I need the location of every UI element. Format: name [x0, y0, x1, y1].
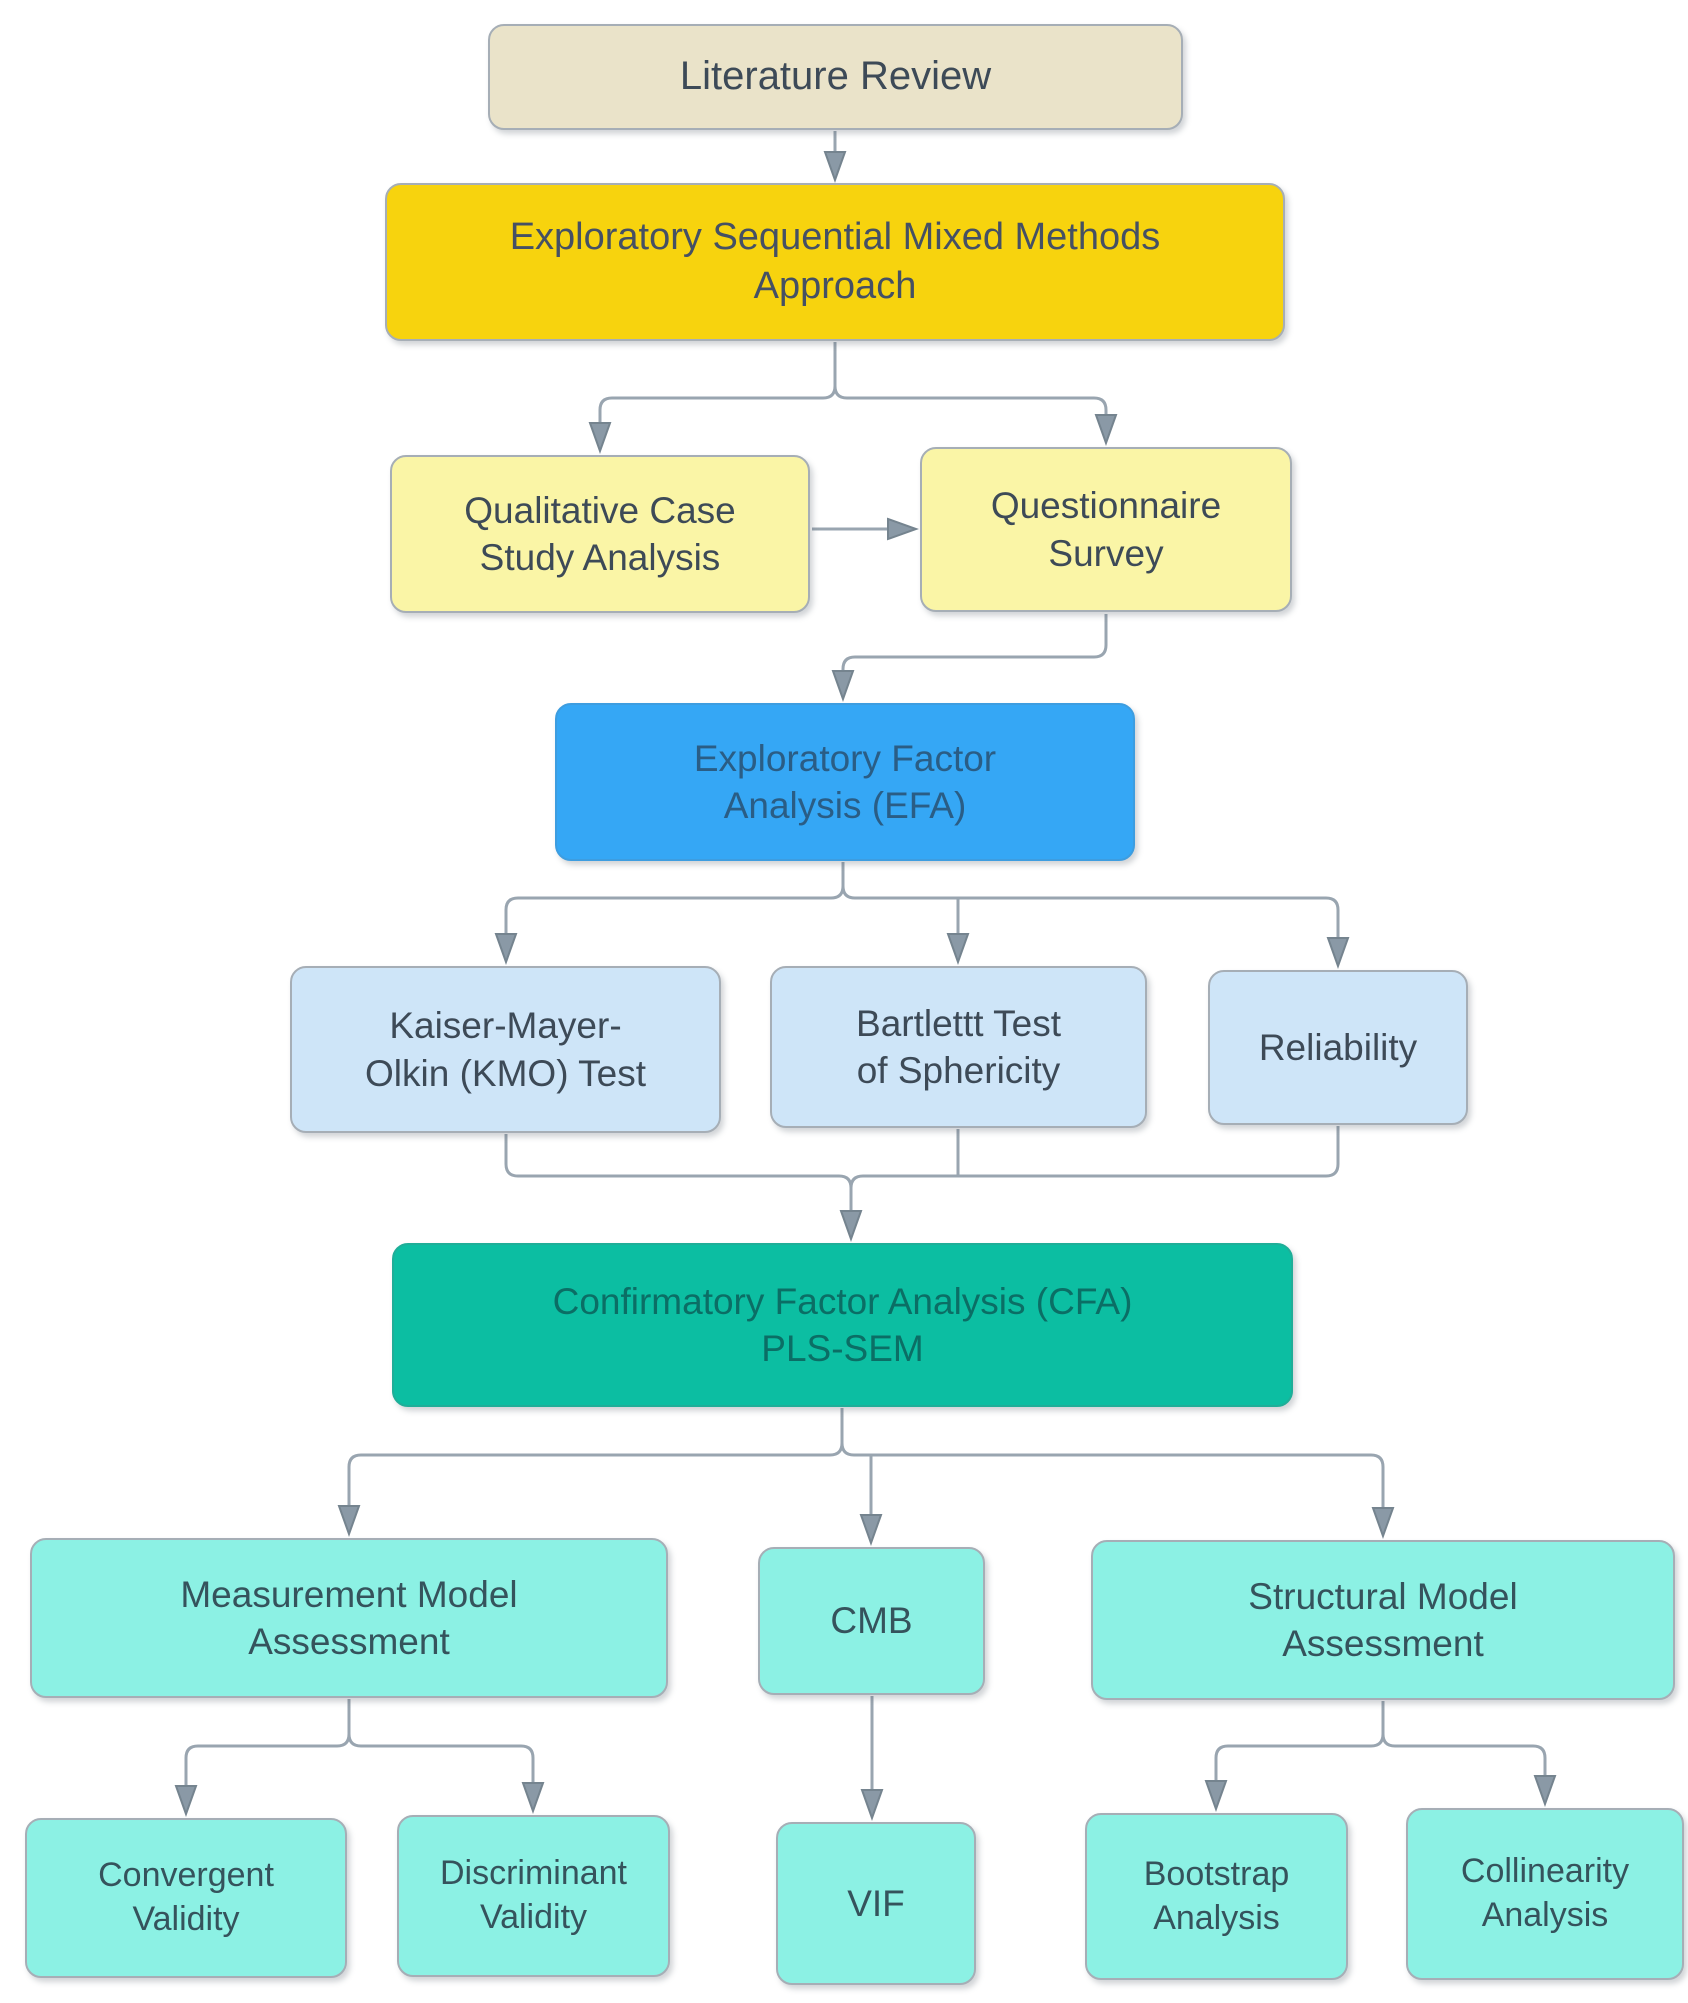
edge-cfa-measurement	[337, 1408, 844, 1537]
edge-kmo-cfa	[504, 1134, 853, 1189]
node-convergent-validity: Convergent Validity	[25, 1818, 347, 1978]
node-collinearity-analysis: Collinearity Analysis	[1406, 1808, 1684, 1980]
node-structural-model-assessment: Structural Model Assessment	[1091, 1540, 1675, 1700]
edge-measurement-convergent	[174, 1699, 351, 1817]
edge-approach-questionnaire	[833, 385, 1118, 446]
edge-questionnaire-efa	[831, 614, 1108, 702]
edge-approach-qualitative	[588, 342, 837, 454]
node-exploratory-factor-analysis: Exploratory Factor Analysis (EFA)	[555, 703, 1135, 861]
edge-efa-kmo	[494, 862, 845, 965]
edge-cfa-structural	[840, 1442, 1395, 1539]
edge-reliability-cfa	[849, 1126, 1340, 1189]
node-bartlett-test: Bartlettt Test of Sphericity	[770, 966, 1147, 1128]
node-discriminant-validity: Discriminant Validity	[397, 1815, 670, 1977]
node-measurement-model-assessment: Measurement Model Assessment	[30, 1538, 668, 1698]
node-vif: VIF	[776, 1822, 976, 1985]
node-confirmatory-factor-analysis: Confirmatory Factor Analysis (CFA) PLS-S…	[392, 1243, 1293, 1407]
edge-structural-bootstrap	[1204, 1701, 1385, 1812]
node-literature-review: Literature Review	[488, 24, 1183, 130]
edge-structural-collinearity	[1381, 1733, 1557, 1807]
node-mixed-methods-approach: Exploratory Sequential Mixed Methods App…	[385, 183, 1285, 341]
node-cmb: CMB	[758, 1547, 985, 1695]
node-qualitative-case-study: Qualitative Case Study Analysis	[390, 455, 810, 613]
node-bootstrap-analysis: Bootstrap Analysis	[1085, 1813, 1348, 1980]
edge-efa-reliability	[841, 885, 1350, 969]
edge-measurement-discriminant	[347, 1733, 545, 1814]
node-kmo-test: Kaiser-Mayer- Olkin (KMO) Test	[290, 966, 721, 1133]
node-questionnaire-survey: Questionnaire Survey	[920, 447, 1292, 612]
node-reliability: Reliability	[1208, 970, 1468, 1125]
